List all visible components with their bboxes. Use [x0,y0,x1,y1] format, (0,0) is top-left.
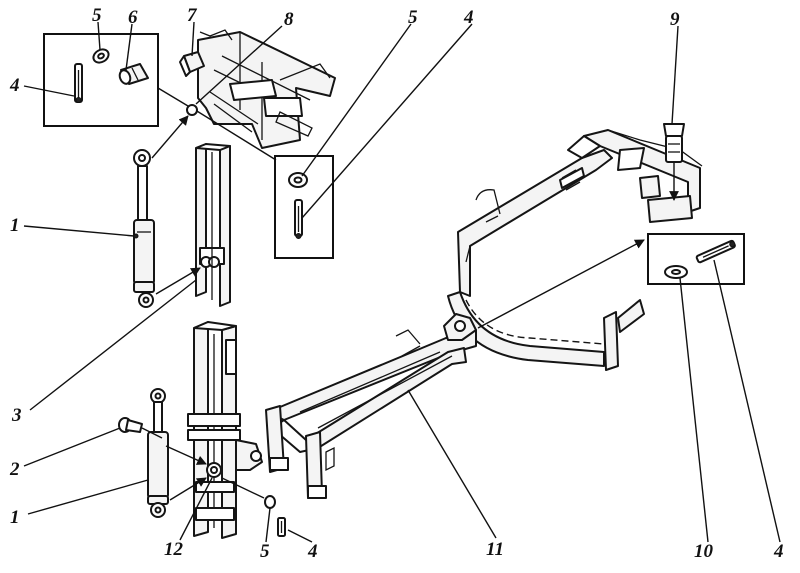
callout-5-center: 5 [408,7,418,28]
pin-4-center [294,199,303,239]
callout-7: 7 [187,5,197,26]
pin-4-right [695,239,736,264]
upper-vertical-frame [195,143,231,307]
arrow-cylinder-to-pivot [151,115,189,159]
callout-4-top-left: 4 [10,75,20,96]
callout-4-center: 4 [464,7,474,28]
drawbar-11 [265,313,477,499]
arrow-cylinder-to-frame [155,267,201,295]
callout-4-lower: 4 [308,541,318,562]
hydraulic-cylinder-1-upper [133,149,155,308]
washer-5-lower [264,495,276,509]
detail-box-center [274,155,334,259]
lower-vertical-frame [187,321,263,539]
callout-8: 8 [284,9,294,30]
callout-10: 10 [694,541,713,562]
callout-2: 2 [10,459,20,480]
callout-1-lower: 1 [10,507,20,528]
rear-frame [447,129,703,371]
arrow-lower-cylinder-2 [169,477,207,501]
bolt-2 [118,417,163,439]
leader-lines [23,21,781,543]
bushing-6 [118,63,149,85]
callout-12: 12 [164,539,183,560]
callout-5-lower: 5 [260,541,270,562]
link-line-to-center-box [191,107,277,161]
detail-box-right [647,233,745,285]
lead-to-lower-washer [221,477,265,499]
link-line-to-left-box [157,87,189,107]
arrow-drawbar-to-hitch [477,239,645,329]
callout-5-top-left: 5 [92,5,102,26]
upper-mechanism [197,29,336,149]
hydraulic-cylinder-1-lower [147,388,169,518]
callout-3: 3 [12,405,22,426]
callout-6: 6 [128,7,138,28]
block-7 [179,51,205,77]
callout-4-right: 4 [774,541,784,562]
pivot-point-upper [186,104,198,116]
detail-box-top-left [43,33,159,127]
callout-11: 11 [486,539,504,560]
pin-4-top-left [74,63,83,103]
washer-5-top-left [92,48,110,64]
pin-9 [663,123,685,201]
callout-1-upper: 1 [10,215,20,236]
arrow-lower-cylinder [165,445,207,465]
callout-9: 9 [670,9,680,30]
pin-4-lower [277,517,286,537]
